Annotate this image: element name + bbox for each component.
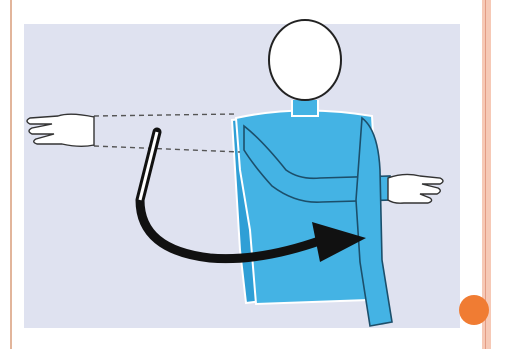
right-hand-icon <box>388 174 443 203</box>
neck-icon <box>292 100 318 116</box>
orange-dot-icon <box>459 295 489 325</box>
dashed-arm-start-position-icon <box>92 114 240 152</box>
person-head-icon <box>269 20 341 100</box>
left-hand-icon <box>27 114 94 146</box>
